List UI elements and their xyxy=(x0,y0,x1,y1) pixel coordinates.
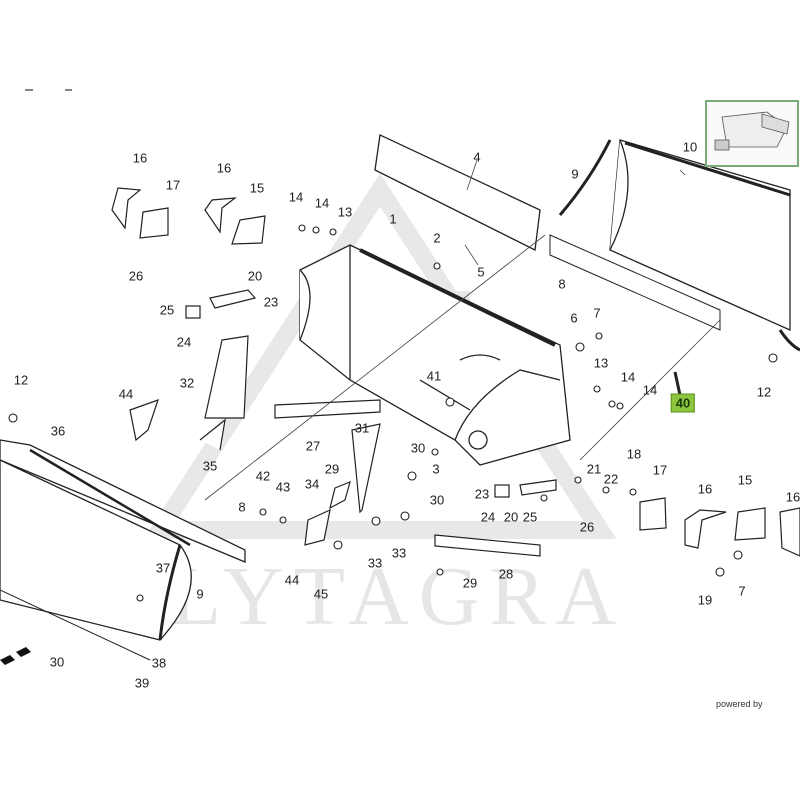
callout-14: 14 xyxy=(642,382,658,398)
callout-29: 29 xyxy=(462,575,478,591)
callout-26: 26 xyxy=(128,268,144,284)
callout-18: 18 xyxy=(626,446,642,462)
callout-8: 8 xyxy=(238,499,246,515)
callout-15: 15 xyxy=(249,180,265,196)
callout-17: 17 xyxy=(652,462,668,478)
callout-14: 14 xyxy=(288,189,304,205)
powered-by-text: powered by xyxy=(716,699,763,709)
callout-15: 15 xyxy=(737,472,753,488)
callout-8: 8 xyxy=(558,276,566,292)
callout-41: 41 xyxy=(426,368,442,384)
callout-34: 34 xyxy=(304,476,320,492)
callout-14: 14 xyxy=(314,195,330,211)
callout-16: 16 xyxy=(785,489,800,505)
top-plate xyxy=(374,134,541,251)
cover-bottom-left xyxy=(0,439,246,661)
callout-20: 20 xyxy=(247,268,263,284)
callout-43: 43 xyxy=(275,479,291,495)
callout-36: 36 xyxy=(50,423,66,439)
callout-26: 26 xyxy=(579,519,595,535)
callout-33: 33 xyxy=(367,555,383,571)
callout-3: 3 xyxy=(432,461,440,477)
callout-44: 44 xyxy=(284,572,300,588)
overview-thumbnail[interactable] xyxy=(705,100,799,167)
callout-35: 35 xyxy=(202,458,218,474)
callout-13: 13 xyxy=(337,204,353,220)
thumbnail-drawing xyxy=(714,111,790,151)
corner-marks xyxy=(0,647,31,665)
cover-top-right xyxy=(558,139,800,352)
callout-7: 7 xyxy=(593,305,601,321)
watermark-text: LYTAGRA xyxy=(170,550,627,643)
callout-30: 30 xyxy=(49,654,65,670)
callout-29: 29 xyxy=(324,461,340,477)
callout-28: 28 xyxy=(498,566,514,582)
callout-39: 39 xyxy=(134,675,150,691)
callout-9: 9 xyxy=(196,586,204,602)
callout-9: 9 xyxy=(571,166,579,182)
callout-27: 27 xyxy=(305,438,321,454)
callout-5: 5 xyxy=(477,264,485,280)
callout-1: 1 xyxy=(389,211,397,227)
callout-10: 10 xyxy=(682,139,698,155)
callout-16: 16 xyxy=(132,150,148,166)
callout-31: 31 xyxy=(354,420,370,436)
callout-17: 17 xyxy=(165,177,181,193)
callout-19: 19 xyxy=(697,592,713,608)
hardware-fasteners xyxy=(8,224,778,602)
callout-21: 21 xyxy=(586,461,602,477)
callout-30: 30 xyxy=(410,440,426,456)
leader-lines xyxy=(204,159,721,501)
callout-4: 4 xyxy=(473,149,481,165)
callout-37: 37 xyxy=(155,560,171,576)
main-frame xyxy=(299,244,571,466)
callout-12: 12 xyxy=(756,384,772,400)
callout-30: 30 xyxy=(429,492,445,508)
callout-44: 44 xyxy=(118,386,134,402)
callout-6: 6 xyxy=(570,310,578,326)
callout-16: 16 xyxy=(697,481,713,497)
callout-2: 2 xyxy=(433,230,441,246)
callout-14: 14 xyxy=(620,369,636,385)
callout-40-highlighted[interactable]: 40 xyxy=(670,393,696,413)
callout-25: 25 xyxy=(159,302,175,318)
strip-right xyxy=(549,234,721,331)
callout-24: 24 xyxy=(176,334,192,350)
bracket-set-left xyxy=(111,187,557,557)
callout-13: 13 xyxy=(593,355,609,371)
callout-32: 32 xyxy=(179,375,195,391)
callout-24: 24 xyxy=(480,509,496,525)
callout-23: 23 xyxy=(474,486,490,502)
callout-16: 16 xyxy=(216,160,232,176)
callout-25: 25 xyxy=(522,509,538,525)
callout-23: 23 xyxy=(263,294,279,310)
callout-38: 38 xyxy=(151,655,167,671)
callout-22: 22 xyxy=(603,471,619,487)
callout-12: 12 xyxy=(13,372,29,388)
callout-33: 33 xyxy=(391,545,407,561)
callout-7: 7 xyxy=(738,583,746,599)
bracket-set-right xyxy=(639,371,800,557)
callout-20: 20 xyxy=(503,509,519,525)
callout-42: 42 xyxy=(255,468,271,484)
callout-45: 45 xyxy=(313,586,329,602)
